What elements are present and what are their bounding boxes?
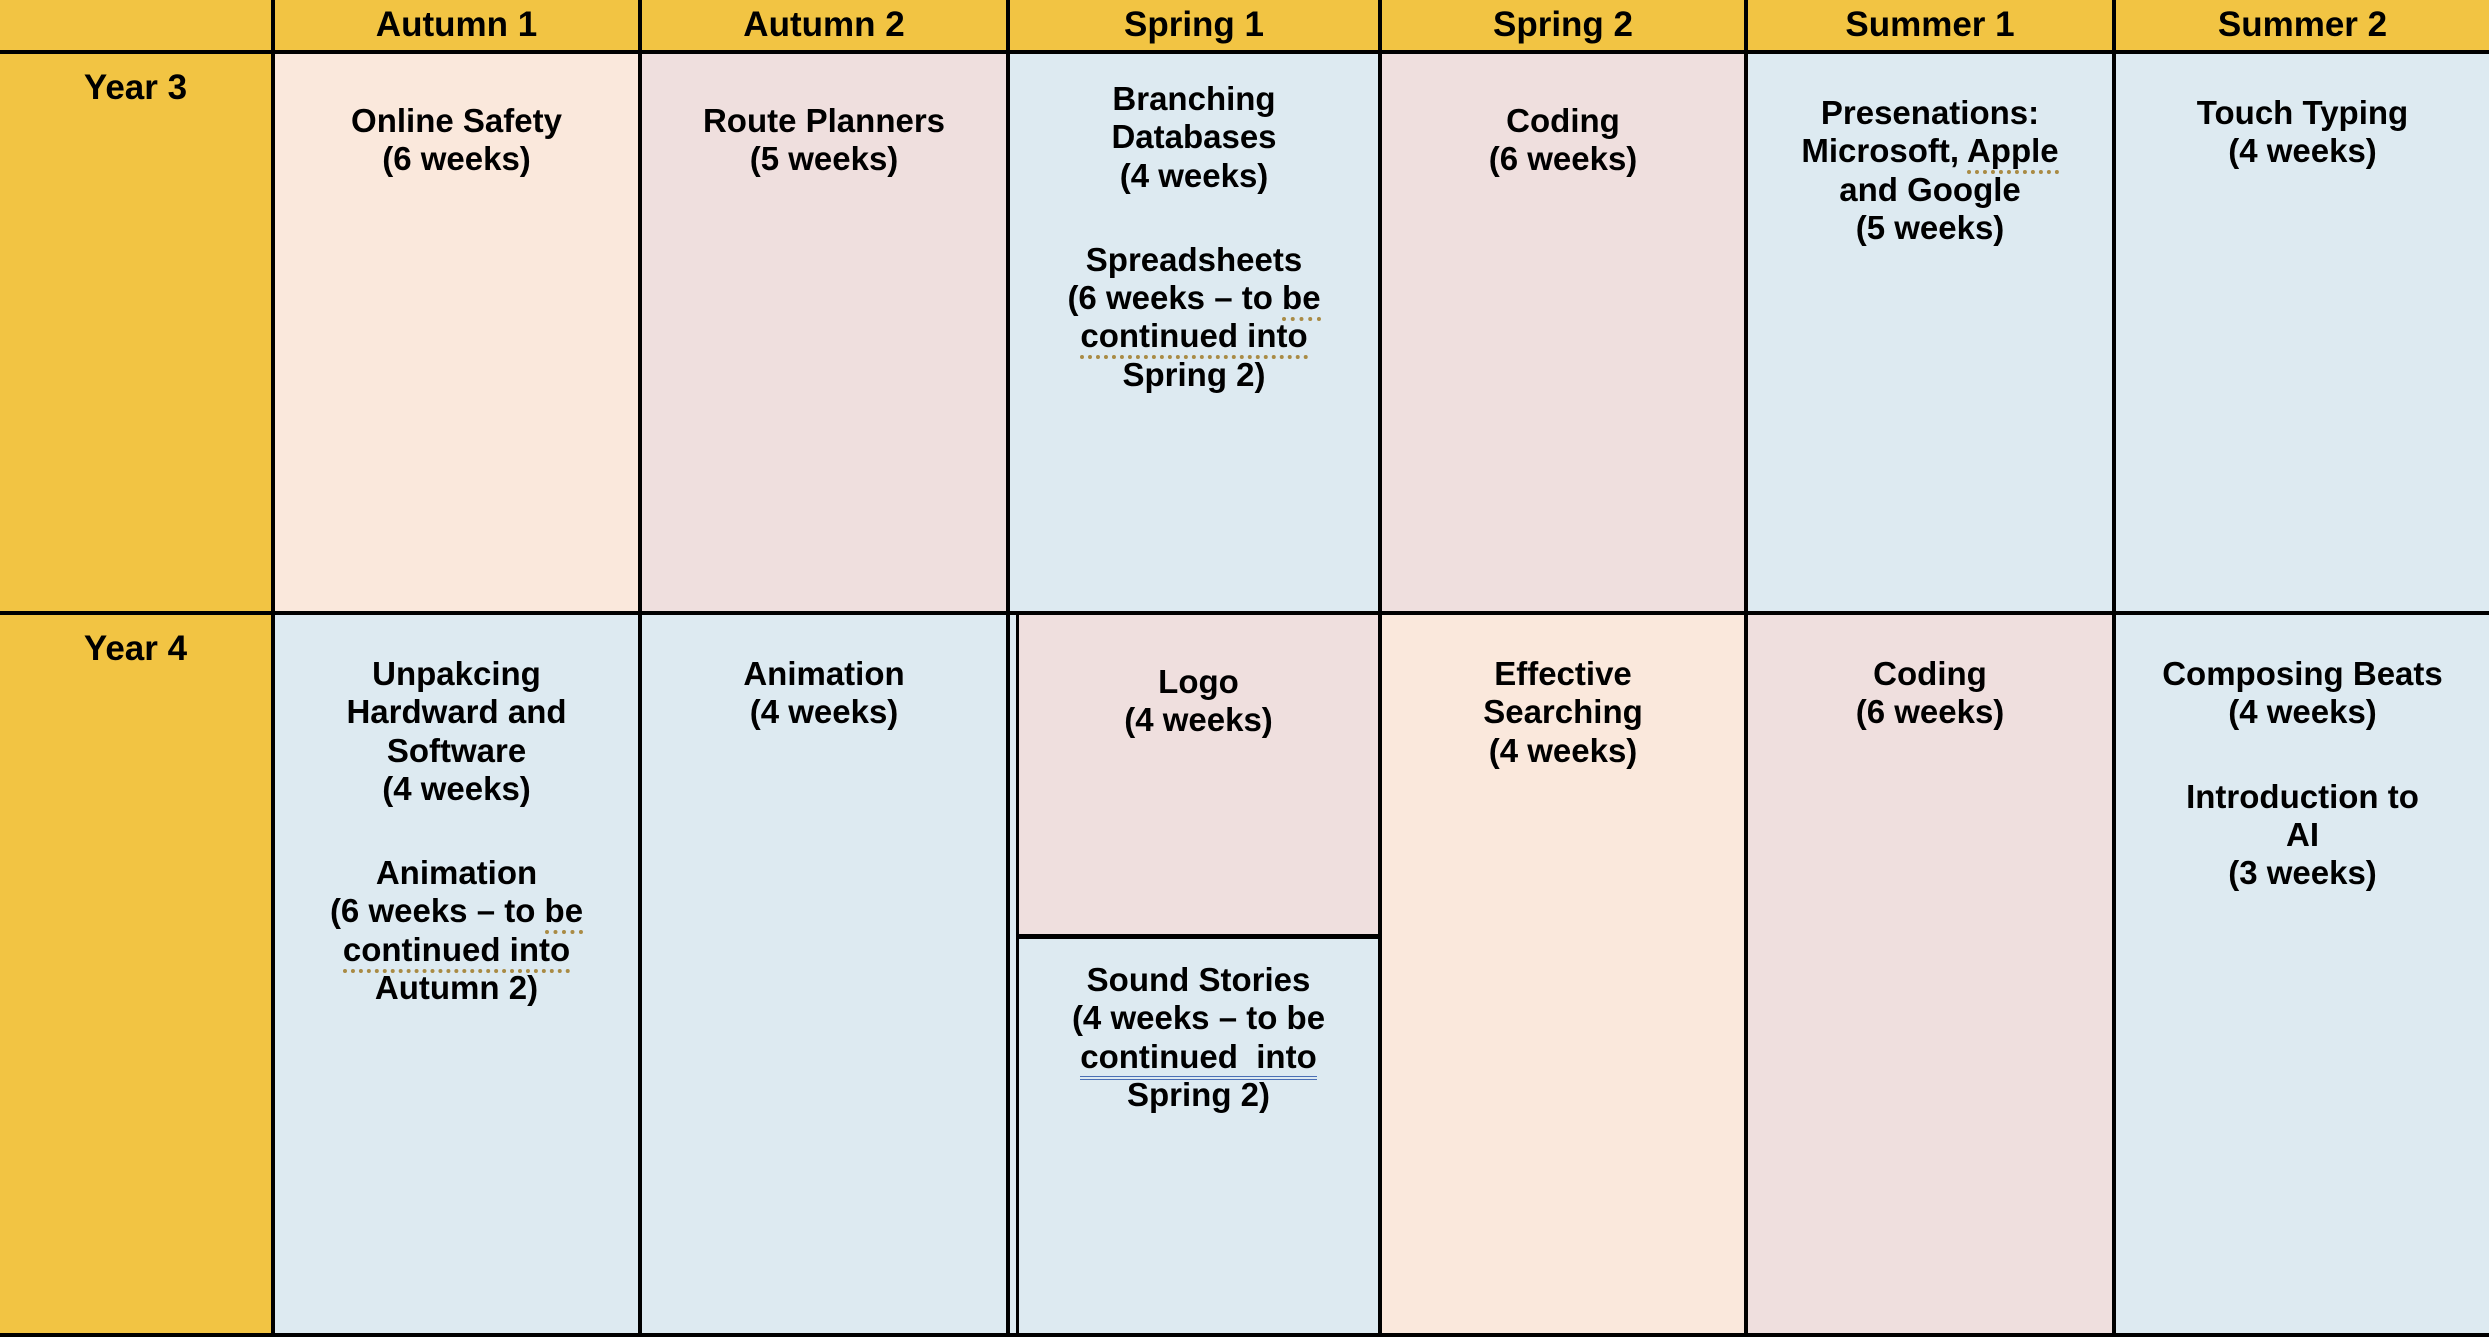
topic-line: Effective [1494,655,1632,692]
cell-year4-spring1: Logo (4 weeks) Sound Stories (4 weeks – … [1010,615,1382,1337]
topic-line: (4 weeks – to be [1071,999,1326,1037]
row-header-year-3: Year 3 [0,54,275,615]
topic-block: Online Safety (6 weeks) [283,102,630,179]
topic-line: Sound Stories [1086,961,1311,998]
topic-block: Touch Typing (4 weeks) [2124,94,2481,171]
topic-line: Spring 2) [1126,1075,1270,1113]
topic-line: Logo [1158,663,1239,700]
spelling-mark: continued into [1080,317,1308,360]
cell-year3-summer1: Presenations: Microsoft, Apple and Googl… [1748,54,2116,615]
topic-line: (5 weeks) [1855,208,2005,246]
topic-line-with-mark: (6 weeks – to be [1018,279,1370,322]
topic-line: Composing Beats [2162,655,2443,692]
topic-block: Coding (6 weeks) [1756,655,2104,732]
topic-line: Animation [743,655,905,692]
column-header-spring-1: Spring 1 [1010,0,1382,54]
topic-line: (6 weeks) [1855,693,2005,731]
column-header-spring-2: Spring 2 [1382,0,1748,54]
cell-year4-autumn2: Animation (4 weeks) [642,615,1010,1337]
topic-line: Software [386,731,527,769]
spelling-mark: be [1282,279,1321,322]
topic-line: (4 weeks) [1119,156,1269,194]
topic-block: Introduction to AI (3 weeks) [2124,778,2481,893]
topic-block: Route Planners (5 weeks) [650,102,998,179]
topic-block: Animation (6 weeks – to be continued int… [283,854,630,1007]
spelling-mark: Apple [1966,132,2059,175]
topic-line: Autumn 2) [374,968,539,1006]
topic-line: Animation [375,854,538,892]
cell-year3-autumn2: Route Planners (5 weeks) [642,54,1010,615]
topic-block: Coding (6 weeks) [1390,102,1736,179]
topic-line: Unpakcing [372,655,541,692]
topic-line: Touch Typing [2196,94,2409,131]
row-header-year-4: Year 4 [0,615,275,1337]
topic-line: Route Planners [702,102,946,139]
cell-year3-spring1: Branching Databases (4 weeks) Spreadshee… [1010,54,1382,615]
topic-line: (6 weeks) [382,140,531,178]
topic-line: Spring 2) [1122,355,1266,393]
table-corner-cell [0,0,275,54]
column-header-autumn-1: Autumn 1 [275,0,642,54]
column-header-summer-2: Summer 2 [2116,0,2489,54]
topic-line: Coding [1873,655,1987,692]
topic-line: Online Safety [351,102,562,139]
topic-line: (6 weeks) [1488,140,1638,178]
cell-year3-summer2: Touch Typing (4 weeks) [2116,54,2489,615]
topic-block: Unpakcing Hardward and Software (4 weeks… [283,655,630,808]
topic-block: Presenations: Microsoft, Apple and Googl… [1756,94,2104,247]
topic-line: (3 weeks) [2228,854,2377,892]
topic-block: Branching Databases (4 weeks) [1018,80,1370,195]
topic-block: Spreadsheets (6 weeks – to be continued … [1018,241,1370,394]
cell-year4-summer1: Coding (6 weeks) [1748,615,2116,1337]
topic-line: (4 weeks) [2228,693,2377,731]
cell-year3-autumn1: Online Safety (6 weeks) [275,54,642,615]
topic-line: (5 weeks) [749,140,899,178]
subcell-year4-spring1-sound-stories: Sound Stories (4 weeks – to be continued… [1016,939,1378,1333]
topic-line-with-mark: Microsoft, Apple [1756,132,2104,175]
topic-line: AI [2286,815,2319,853]
topic-line: Databases [1111,118,1277,156]
spelling-mark: be [544,892,584,935]
topic-line-with-mark: (6 weeks – to be [283,892,630,935]
cell-year4-autumn1: Unpakcing Hardward and Software (4 weeks… [275,615,642,1337]
grammar-mark: continued into [1080,1037,1317,1080]
topic-line: Branching [1112,80,1276,117]
topic-line: Hardward and [346,693,567,731]
topic-line: and Google [1839,170,2021,208]
topic-line: (4 weeks) [382,769,531,807]
topic-line-with-mark: continued into [1080,1037,1317,1080]
subcell-year4-spring1-logo: Logo (4 weeks) [1016,615,1378,939]
cell-year4-summer2: Composing Beats (4 weeks) Introduction t… [2116,615,2489,1337]
topic-line-with-mark: continued into [283,930,630,973]
topic-line: (4 weeks) [1124,701,1273,739]
column-header-autumn-2: Autumn 2 [642,0,1010,54]
spelling-mark: continued into [342,930,571,973]
topic-line: Coding [1506,102,1620,139]
cell-year4-spring2: Effective Searching (4 weeks) [1382,615,1748,1337]
topic-line: Spreadsheets [1085,240,1303,278]
topic-block: Composing Beats (4 weeks) [2124,655,2481,732]
topic-line: (4 weeks) [2228,132,2377,170]
topic-line: Presenations: [1820,94,2040,131]
topic-block: Animation (4 weeks) [650,655,998,732]
topic-block: Effective Searching (4 weeks) [1390,655,1736,770]
topic-line: (4 weeks) [1488,731,1638,769]
topic-line: Searching [1483,693,1643,731]
topic-line-with-mark: continued into [1018,317,1370,360]
topic-line: (4 weeks) [749,693,899,731]
column-header-summer-1: Summer 1 [1748,0,2116,54]
topic-line: Introduction to [2186,777,2419,815]
cell-year3-spring2: Coding (6 weeks) [1382,54,1748,615]
